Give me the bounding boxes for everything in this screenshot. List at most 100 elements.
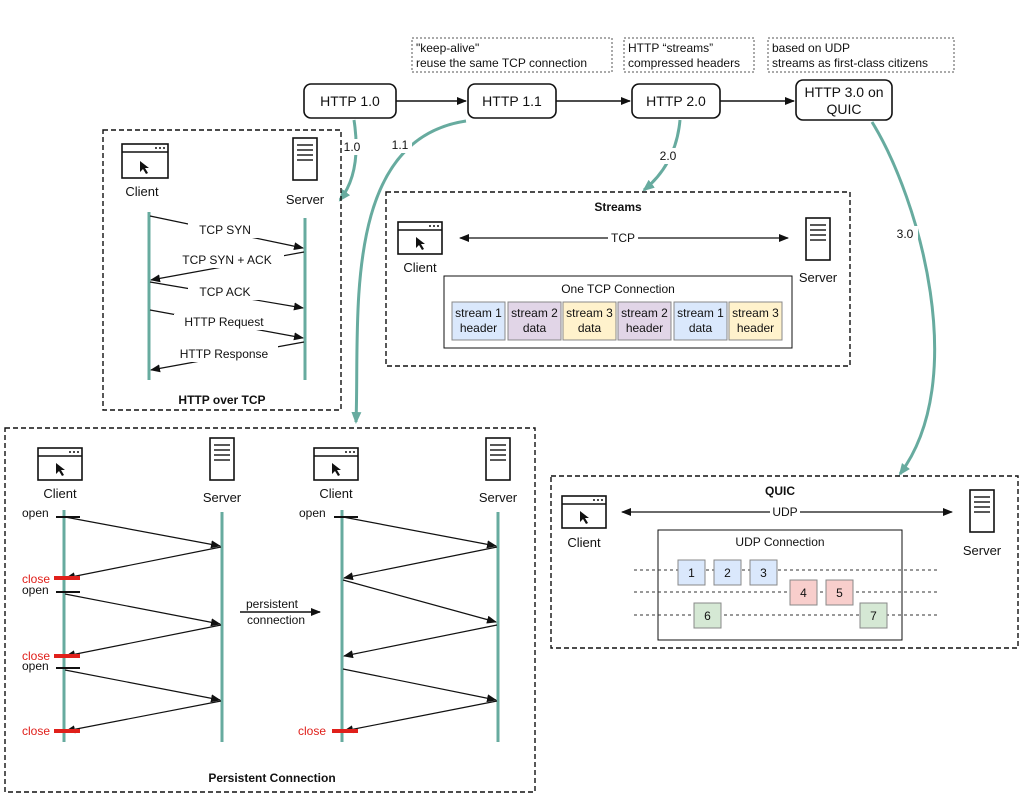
tcp-server-label: Server <box>286 192 325 207</box>
stream-cell-line2: data <box>689 321 713 335</box>
quic-packet: 4 <box>789 579 818 606</box>
persistent-panel-frame <box>4 427 536 793</box>
streams-panel-title: Streams <box>594 200 642 214</box>
stream-cell-line1: stream 2 <box>511 306 558 320</box>
connector-1-0 <box>338 119 358 202</box>
quic-packet: 1 <box>677 559 706 586</box>
msg-label-tcp-syn-ack: TCP SYN + ACK <box>182 253 271 267</box>
stream-cell-line1: stream 1 <box>455 306 502 320</box>
feature-notes: "keep-alive" reuse the same TCP connecti… <box>411 37 955 73</box>
server-icon <box>485 437 511 481</box>
quic-packet: 6 <box>693 602 722 629</box>
persistent-right-server-label: Server <box>479 490 518 505</box>
server-icon <box>969 489 995 533</box>
msg-label-http-response: HTTP Response <box>180 347 269 361</box>
quic-packet: 5 <box>825 579 854 606</box>
quic-packet-label: 5 <box>836 586 843 600</box>
quic-server-label: Server <box>963 543 1002 558</box>
one-tcp-connection-label: One TCP Connection <box>561 282 675 296</box>
note-http-2-0-line1: HTTP “streams” <box>628 41 713 55</box>
request-arrow <box>342 579 497 624</box>
open-label: open <box>299 506 326 520</box>
udp-link-label: UDP <box>772 505 797 519</box>
client-window-icon <box>313 447 359 481</box>
quic-panel-title: QUIC <box>765 484 795 498</box>
stream-cell-line1: stream 1 <box>677 306 724 320</box>
close-label: close <box>298 724 326 738</box>
tcp-link-label: TCP <box>611 231 635 245</box>
version-connectors: 1.0 1.1 2.0 3.0 <box>338 119 937 476</box>
persistent-middle-line2: connection <box>247 613 305 627</box>
msg-label-tcp-syn: TCP SYN <box>199 223 251 237</box>
open-label: open <box>22 583 49 597</box>
open-label: open <box>22 659 49 673</box>
request-arrow <box>342 516 497 549</box>
server-icon <box>292 137 318 181</box>
streams-client-label: Client <box>403 260 437 275</box>
stream-cell-line2: data <box>523 321 547 335</box>
quic-packet-label: 7 <box>870 609 877 623</box>
close-label: close <box>22 724 50 738</box>
quic-packets: 1 2 3 4 5 6 7 <box>677 559 888 629</box>
persistent-panel-caption: Persistent Connection <box>208 771 335 785</box>
quic-client-label: Client <box>567 535 601 550</box>
note-http-2-0-line2: compressed headers <box>628 56 740 70</box>
quic-packet-label: 3 <box>760 566 767 580</box>
note-box-http-2-0 <box>623 37 755 73</box>
quic-panel-frame <box>550 475 1019 649</box>
version-label-http-3-0-line1: HTTP 3.0 on <box>804 84 883 100</box>
tcp-client-label: Client <box>125 184 159 199</box>
persistent-middle-line1: persistent <box>246 597 299 611</box>
request-arrow <box>342 668 497 703</box>
persistent-connection-panel: Client Server open close open close open… <box>4 427 536 793</box>
open-label: open <box>22 506 49 520</box>
stream-cell-line2: header <box>460 321 497 335</box>
version-timeline: HTTP 1.0 HTTP 1.1 HTTP 2.0 HTTP 3.0 on Q… <box>303 79 893 121</box>
quic-packet-label: 2 <box>724 566 731 580</box>
note-box-http-3-0 <box>767 37 955 73</box>
note-box-http-1-1 <box>411 37 613 73</box>
msg-label-http-request: HTTP Request <box>184 315 264 329</box>
quic-packet: 7 <box>859 602 888 629</box>
version-label-http-1-0: HTTP 1.0 <box>320 93 380 109</box>
stream-cell-line2: header <box>626 321 663 335</box>
connector-1-1 <box>351 119 467 424</box>
stream-cell-line2: data <box>578 321 602 335</box>
stream-cell-line1: stream 3 <box>566 306 613 320</box>
streams-panel-frame <box>385 191 851 367</box>
tcp-panel-frame <box>102 129 342 411</box>
close-label: close <box>22 572 50 586</box>
quic-packet-label: 4 <box>800 586 807 600</box>
tcp-panel-caption: HTTP over TCP <box>178 393 265 407</box>
stream-cell-line2: header <box>737 321 774 335</box>
quic-packet-label: 6 <box>704 609 711 623</box>
client-window-icon <box>37 447 83 481</box>
client-window-icon <box>561 495 607 529</box>
response-arrow <box>343 700 498 734</box>
version-label-http-1-1: HTTP 1.1 <box>482 93 542 109</box>
request-arrow <box>64 593 221 627</box>
client-window-icon <box>121 143 169 179</box>
stream-cell-line1: stream 3 <box>732 306 779 320</box>
version-label-http-2-0: HTTP 2.0 <box>646 93 706 109</box>
response-arrow <box>65 624 222 659</box>
udp-connection-label: UDP Connection <box>735 535 824 549</box>
version-box-http-3-0 <box>795 79 893 121</box>
response-arrow <box>65 546 222 581</box>
response-arrow <box>343 624 498 659</box>
response-arrow <box>65 700 222 734</box>
close-label: close <box>22 649 50 663</box>
connector-3-0 <box>870 121 937 476</box>
quic-packet-label: 1 <box>688 566 695 580</box>
streams-panel: Streams Client Server TCP One TCP Connec… <box>385 191 851 367</box>
note-http-3-0-line2: streams as first-class citizens <box>772 56 928 70</box>
server-icon <box>805 217 831 261</box>
persistent-left-client-label: Client <box>43 486 77 501</box>
connector-label-2-0: 2.0 <box>660 149 677 163</box>
msg-label-tcp-ack: TCP ACK <box>199 285 250 299</box>
